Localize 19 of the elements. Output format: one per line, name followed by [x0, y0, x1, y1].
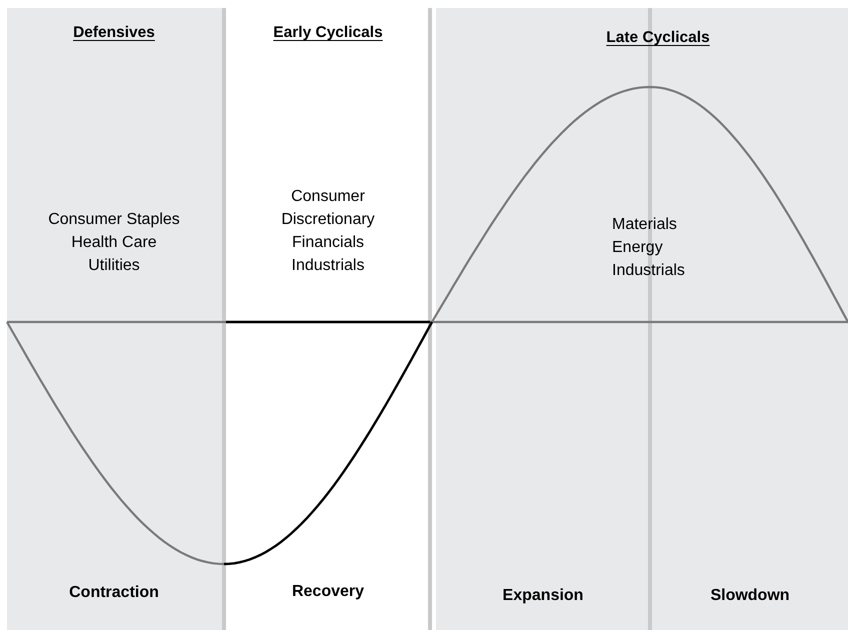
phase-label: Expansion	[502, 587, 584, 605]
sector-name: Energy	[612, 239, 663, 257]
sector-name: Discretionary	[281, 211, 375, 229]
sector-name: Utilities	[88, 257, 140, 275]
phase-band	[7, 8, 222, 630]
sector-name: Consumer Staples	[48, 211, 180, 229]
sector-name: Consumer	[291, 188, 365, 206]
phase-label: Recovery	[292, 583, 364, 601]
sector-name: Financials	[292, 234, 364, 252]
sector-name: Health Care	[71, 234, 157, 252]
phase-band	[436, 8, 848, 630]
sector-name: Materials	[612, 216, 677, 234]
phase-label: Contraction	[69, 584, 159, 602]
sector-name: Industrials	[292, 257, 364, 275]
band-heading: Defensives	[73, 24, 155, 42]
sector-name: Industrials	[612, 262, 685, 280]
phase-label: Slowdown	[710, 587, 790, 605]
band-heading: Early Cyclicals	[273, 24, 383, 42]
band-heading: Late Cyclicals	[606, 29, 710, 47]
